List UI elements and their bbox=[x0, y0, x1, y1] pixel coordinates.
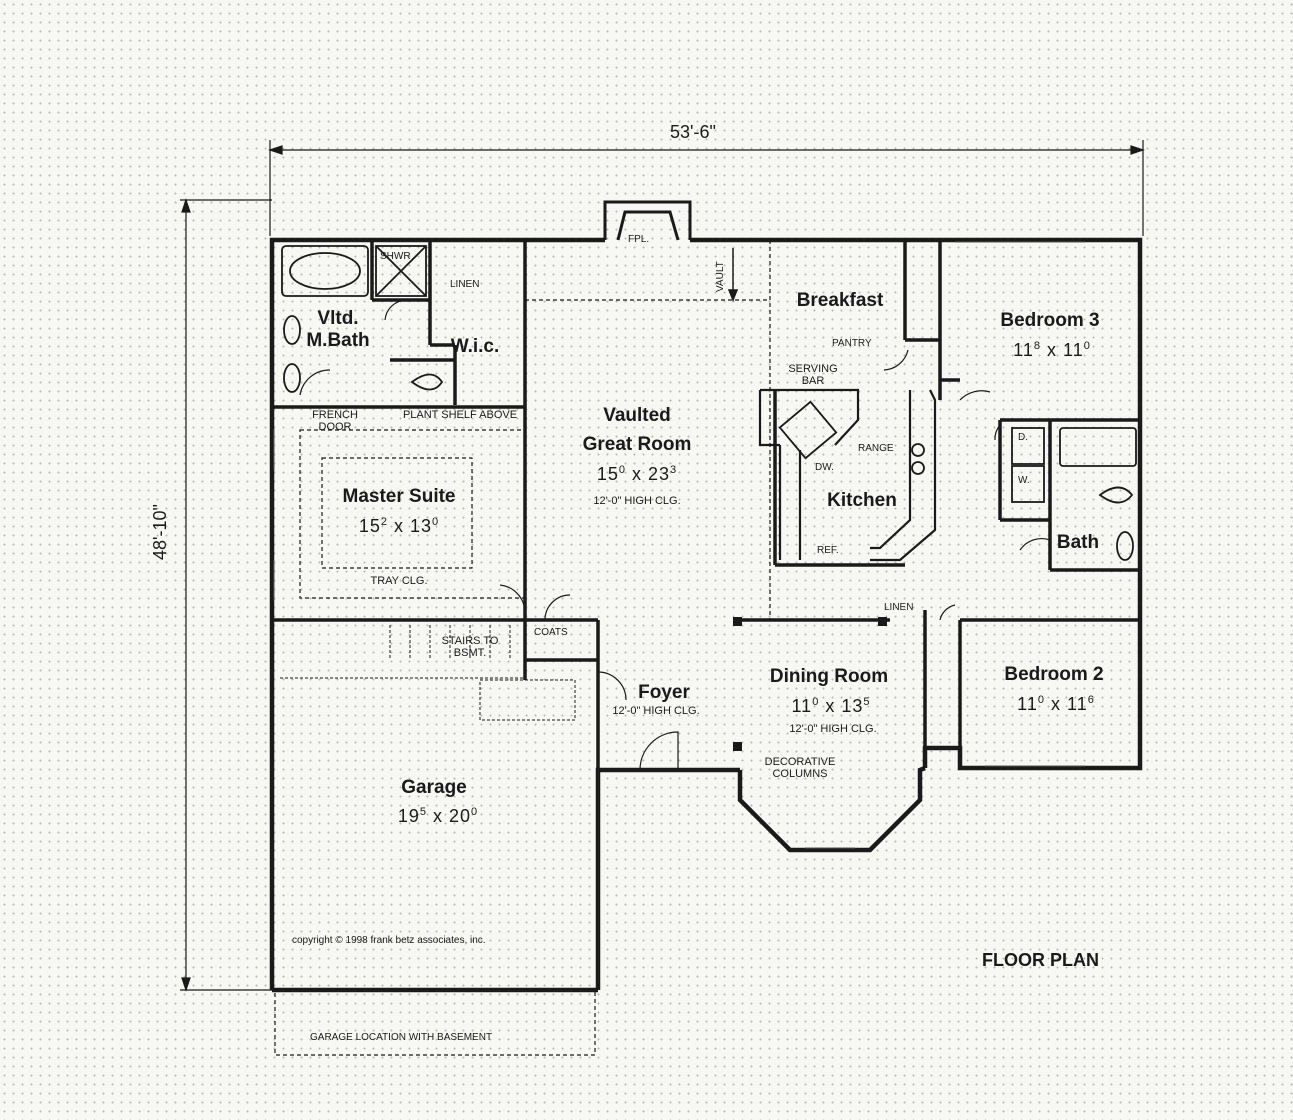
vault-label: VAULT bbox=[715, 261, 726, 292]
kitchen-counters bbox=[758, 388, 937, 562]
bedroom3-depth: 11 bbox=[1063, 340, 1084, 360]
dining-room-name: Dining Room bbox=[769, 666, 889, 687]
dw-label: DW. bbox=[815, 462, 834, 473]
bedroom3-width: 11 bbox=[1013, 340, 1034, 360]
ref-label: REF. bbox=[817, 545, 839, 556]
bath-label: Bath bbox=[1056, 532, 1100, 553]
bedroom2-dimensions: 110 x 116 bbox=[1017, 694, 1095, 715]
dim-sep: x bbox=[394, 516, 404, 536]
master-bath-line1: Vltd. bbox=[317, 308, 359, 329]
kitchen-label: Kitchen bbox=[827, 490, 897, 511]
dim-sep: x bbox=[825, 696, 836, 716]
master-suite-note: TRAY CLG. bbox=[370, 575, 428, 587]
garage-depth-inches: 0 bbox=[471, 806, 479, 818]
decorative-columns-label: DECORATIVE COLUMNS bbox=[764, 756, 836, 780]
plan-title: FLOOR PLAN bbox=[982, 950, 1099, 970]
french-door-label: FRENCH DOOR bbox=[312, 409, 358, 433]
bedroom2-depth: 11 bbox=[1067, 694, 1088, 714]
bedroom2-name: Bedroom 2 bbox=[1004, 664, 1104, 685]
windows bbox=[273, 241, 1085, 849]
great-room-line1: Vaulted bbox=[603, 405, 671, 426]
pantry-label: PANTRY bbox=[832, 338, 872, 349]
dining-width-inches: 0 bbox=[812, 696, 820, 708]
dashed-lines bbox=[274, 240, 771, 1056]
wic-label: W.i.c. bbox=[450, 336, 500, 357]
master-suite-depth: 13 bbox=[410, 516, 433, 536]
stairs-label: STAIRS TO BSMT. bbox=[441, 635, 499, 659]
garage-width-inches: 5 bbox=[419, 806, 427, 818]
vault-arrow bbox=[727, 248, 739, 303]
overall-width: 53'-6" bbox=[670, 122, 716, 142]
master-bath-label: Vltd. M.Bath bbox=[306, 308, 369, 352]
master-suite-dimensions: 152 x 130 bbox=[359, 516, 439, 537]
dining-room-dimensions: 110 x 135 bbox=[792, 696, 871, 717]
dim-sep: x bbox=[632, 464, 642, 484]
bedroom2-width-inches: 0 bbox=[1037, 694, 1045, 706]
garage-dimensions: 195 x 200 bbox=[398, 806, 478, 827]
garage-width: 19 bbox=[397, 806, 420, 826]
great-room-note: 12'-0" HIGH CLG. bbox=[593, 495, 681, 507]
garage-location-note: GARAGE LOCATION WITH BASEMENT bbox=[310, 1032, 493, 1043]
coats-label: COATS bbox=[534, 627, 568, 638]
dim-sep: x bbox=[1051, 694, 1061, 714]
master-suite-name: Master Suite bbox=[342, 486, 456, 507]
master-suite-width-inches: 2 bbox=[380, 516, 388, 528]
copyright: copyright © 1998 frank betz associates, … bbox=[292, 935, 486, 946]
shwr-label: SHWR bbox=[380, 251, 411, 262]
bedroom2-depth-inches: 6 bbox=[1087, 694, 1095, 706]
linen-hall-label: LINEN bbox=[884, 602, 914, 613]
master-suite-depth-inches: 0 bbox=[432, 516, 440, 528]
dim-sep: x bbox=[433, 806, 443, 826]
fixtures bbox=[281, 245, 1137, 561]
bedroom3-width-inches: 8 bbox=[1033, 340, 1041, 352]
great-room-line2: Great Room bbox=[582, 433, 692, 455]
great-room-dimensions: 150 x 233 bbox=[597, 464, 677, 485]
dining-depth: 13 bbox=[841, 696, 864, 716]
washer-label: W. bbox=[1018, 475, 1030, 486]
dining-width: 11 bbox=[791, 696, 813, 716]
exterior-walls bbox=[269, 237, 1143, 993]
dining-depth-inches: 5 bbox=[863, 696, 871, 708]
garage-name: Garage bbox=[401, 777, 467, 798]
great-room-label: Vaulted Great Room bbox=[583, 402, 692, 459]
dim-sep: x bbox=[1047, 340, 1057, 360]
dryer-label: D. bbox=[1018, 432, 1028, 443]
breakfast-label: Breakfast bbox=[796, 290, 884, 311]
great-room-width: 15 bbox=[596, 464, 619, 484]
great-room-depth-inches: 3 bbox=[670, 464, 678, 476]
master-bath-line2: M.Bath bbox=[306, 329, 370, 351]
great-room-depth: 23 bbox=[648, 464, 671, 484]
garage-depth: 20 bbox=[449, 806, 472, 826]
plant-shelf-label: PLANT SHELF ABOVE bbox=[402, 409, 518, 421]
foyer-name: Foyer bbox=[638, 682, 690, 703]
stairs bbox=[280, 625, 576, 721]
overall-depth-dimension bbox=[180, 198, 272, 992]
dining-room-note: 12'-0" HIGH CLG. bbox=[789, 723, 877, 735]
bedroom3-depth-inches: 0 bbox=[1083, 340, 1091, 352]
fireplace bbox=[603, 200, 692, 241]
linen-top-label: LINEN bbox=[450, 279, 480, 290]
columns bbox=[733, 617, 887, 751]
overall-depth: 48'-10" bbox=[150, 504, 170, 560]
door-swings bbox=[299, 299, 1051, 771]
bedroom2-width: 11 bbox=[1017, 694, 1038, 714]
master-suite-width: 15 bbox=[358, 516, 381, 536]
range-label: RANGE bbox=[858, 443, 894, 454]
serving-bar-label: SERVING BAR bbox=[788, 363, 838, 387]
great-room-width-inches: 0 bbox=[618, 464, 626, 476]
foyer-note: 12'-0" HIGH CLG. bbox=[612, 705, 700, 717]
overall-width-dimension bbox=[268, 140, 1145, 236]
bedroom3-dimensions: 118 x 110 bbox=[1013, 340, 1091, 361]
bedroom3-name: Bedroom 3 bbox=[1000, 310, 1100, 331]
fpl-label: FPL. bbox=[628, 234, 650, 245]
